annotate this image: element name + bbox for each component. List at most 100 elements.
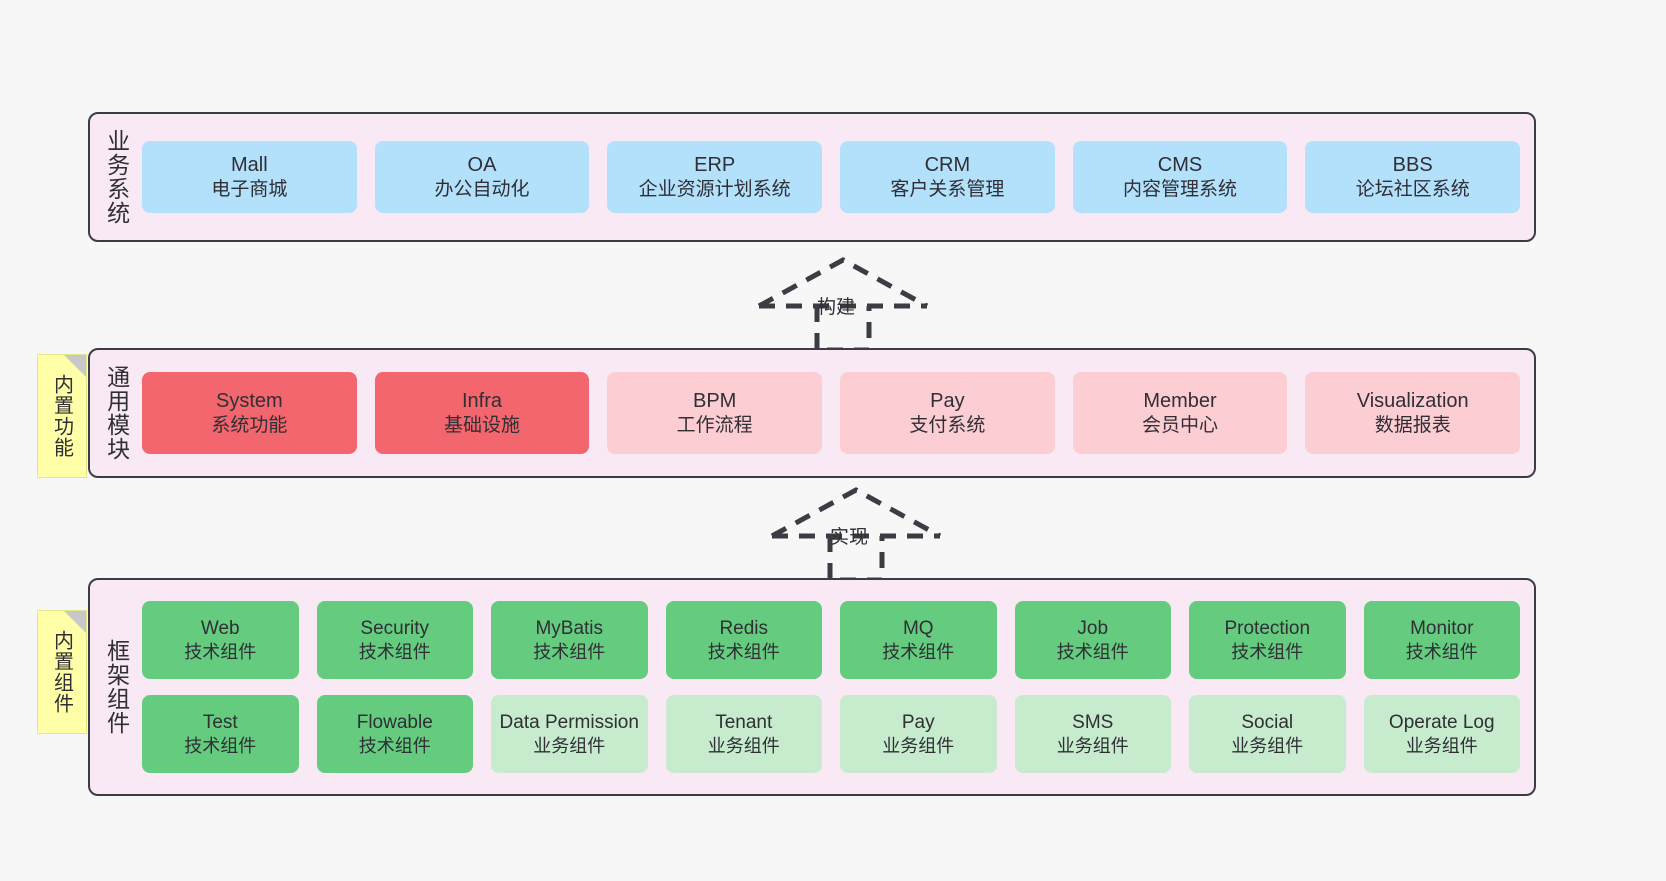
node-title-cn: 基础设施 xyxy=(444,414,521,436)
node-title-cn: 企业资源计划系统 xyxy=(638,178,791,200)
node-mq[interactable]: MQ 技术组件 xyxy=(840,601,997,679)
node-title-cn: 技术组件 xyxy=(1231,641,1304,662)
node-title-cn: 技术组件 xyxy=(707,641,780,662)
node-title-en: MQ xyxy=(902,617,934,639)
node-title-cn: 工作流程 xyxy=(676,414,753,436)
node-title-en: Redis xyxy=(719,617,769,639)
node-visualization[interactable]: Visualization 数据报表 xyxy=(1305,372,1521,454)
node-member[interactable]: Member 会员中心 xyxy=(1072,372,1288,454)
node-title-cn: 业务组件 xyxy=(1231,735,1304,756)
node-title-en: Social xyxy=(1241,711,1294,733)
layer-title-framework: 框架组件 xyxy=(103,639,130,735)
node-title-en: Data Permission xyxy=(499,711,639,733)
node-bpm[interactable]: BPM 工作流程 xyxy=(607,372,823,454)
node-title-cn: 业务组件 xyxy=(1405,735,1478,756)
node-title-en: Test xyxy=(202,711,238,733)
node-title-cn: 办公自动化 xyxy=(434,178,530,200)
node-title-en: Security xyxy=(360,617,430,639)
node-title-en: Visualization xyxy=(1356,389,1469,412)
node-title-en: BPM xyxy=(693,389,737,412)
node-title-cn: 客户关系管理 xyxy=(890,178,1005,200)
node-title-en: Mall xyxy=(231,153,268,176)
node-pay[interactable]: Pay 支付系统 xyxy=(840,372,1055,454)
node-oa[interactable]: OA 办公自动化 xyxy=(374,141,590,213)
node-title-cn: 技术组件 xyxy=(533,641,606,662)
note-builtin-features: 内置功能 xyxy=(37,354,87,478)
node-title-en: Flowable xyxy=(356,711,433,733)
node-title-en: Pay xyxy=(901,711,935,733)
node-data-permission[interactable]: Data Permission 业务组件 xyxy=(491,695,648,773)
node-title-en: ERP xyxy=(694,153,736,176)
note-label: 内置组件 xyxy=(50,630,73,714)
layer-business-systems: 业务系统 Mall 电子商城 OA 办公自动化 ERP 企业资源计划系统 CRM… xyxy=(88,112,1536,242)
layer-body-module: System 系统功能 Infra 基础设施 BPM 工作流程 Pay 支付系统… xyxy=(142,350,1534,476)
node-title-en: MyBatis xyxy=(535,617,604,639)
node-job[interactable]: Job 技术组件 xyxy=(1014,601,1171,679)
node-title-cn: 业务组件 xyxy=(707,735,780,756)
node-title-cn: 业务组件 xyxy=(1056,735,1129,756)
node-social[interactable]: Social 业务组件 xyxy=(1189,695,1346,773)
node-security[interactable]: Security 技术组件 xyxy=(316,601,473,679)
node-title-en: Web xyxy=(200,617,240,639)
node-title-cn: 系统功能 xyxy=(211,414,288,436)
node-title-en: Infra xyxy=(461,389,503,412)
node-title-cn: 技术组件 xyxy=(358,735,431,756)
node-cms[interactable]: CMS 内容管理系统 xyxy=(1072,141,1288,213)
node-title-cn: 技术组件 xyxy=(882,641,955,662)
arrow-label-build: 构建 xyxy=(817,297,856,318)
node-title-en: System xyxy=(215,389,283,412)
node-mybatis[interactable]: MyBatis 技术组件 xyxy=(491,601,648,679)
node-title-en: Tenant xyxy=(715,711,773,733)
layer-common-modules: 通用模块 System 系统功能 Infra 基础设施 BPM 工作流程 Pay… xyxy=(88,348,1536,478)
layer-body-business: Mall 电子商城 OA 办公自动化 ERP 企业资源计划系统 CRM 客户关系… xyxy=(142,114,1534,240)
layer-title-module: 通用模块 xyxy=(103,365,130,461)
node-title-cn: 业务组件 xyxy=(882,735,955,756)
node-pay-component[interactable]: Pay 业务组件 xyxy=(840,695,997,773)
node-crm[interactable]: CRM 客户关系管理 xyxy=(840,141,1055,213)
node-title-en: CMS xyxy=(1157,153,1203,176)
node-title-cn: 数据报表 xyxy=(1374,414,1451,436)
node-title-en: Job xyxy=(1077,617,1109,639)
layer-row: System 系统功能 Infra 基础设施 BPM 工作流程 Pay 支付系统… xyxy=(142,372,1521,454)
node-title-en: BBS xyxy=(1392,153,1433,176)
node-title-en: Monitor xyxy=(1410,617,1474,639)
node-infra[interactable]: Infra 基础设施 xyxy=(374,372,590,454)
node-title-en: Pay xyxy=(930,389,965,412)
node-monitor[interactable]: Monitor 技术组件 xyxy=(1363,601,1520,679)
layer-row: Web 技术组件 Security 技术组件 MyBatis 技术组件 Redi… xyxy=(142,601,1520,679)
node-protection[interactable]: Protection 技术组件 xyxy=(1189,601,1346,679)
node-redis[interactable]: Redis 技术组件 xyxy=(665,601,822,679)
node-title-cn: 内容管理系统 xyxy=(1123,178,1238,200)
note-builtin-components: 内置组件 xyxy=(37,610,87,734)
node-title-cn: 业务组件 xyxy=(533,735,606,756)
node-title-cn: 技术组件 xyxy=(184,735,257,756)
layer-title-business: 业务系统 xyxy=(103,129,130,225)
note-label: 内置功能 xyxy=(50,374,73,458)
node-title-cn: 支付系统 xyxy=(909,414,986,436)
node-flowable[interactable]: Flowable 技术组件 xyxy=(316,695,473,773)
node-title-cn: 电子商城 xyxy=(211,178,288,200)
node-title-en: Member xyxy=(1143,389,1217,412)
node-title-cn: 技术组件 xyxy=(1056,641,1129,662)
arrow-label-implement: 实现 xyxy=(830,527,869,548)
node-title-cn: 会员中心 xyxy=(1142,414,1219,436)
node-title-en: Operate Log xyxy=(1388,711,1495,733)
layer-body-framework: Web 技术组件 Security 技术组件 MyBatis 技术组件 Redi… xyxy=(142,580,1534,794)
node-sms[interactable]: SMS 业务组件 xyxy=(1014,695,1171,773)
node-mall[interactable]: Mall 电子商城 xyxy=(142,141,357,213)
node-tenant[interactable]: Tenant 业务组件 xyxy=(665,695,822,773)
node-operate-log[interactable]: Operate Log 业务组件 xyxy=(1363,695,1520,773)
node-web[interactable]: Web 技术组件 xyxy=(142,601,299,679)
node-bbs[interactable]: BBS 论坛社区系统 xyxy=(1305,141,1521,213)
node-title-cn: 技术组件 xyxy=(184,641,257,662)
node-title-en: CRM xyxy=(924,153,971,176)
node-test[interactable]: Test 技术组件 xyxy=(142,695,299,773)
node-system[interactable]: System 系统功能 xyxy=(142,372,357,454)
layer-row: Mall 电子商城 OA 办公自动化 ERP 企业资源计划系统 CRM 客户关系… xyxy=(142,141,1521,213)
node-title-en: OA xyxy=(467,153,497,176)
arrow-build: 构建 xyxy=(755,256,935,353)
node-title-en: SMS xyxy=(1072,711,1114,733)
layer-row: Test 技术组件 Flowable 技术组件 Data Permission … xyxy=(142,695,1520,773)
node-erp[interactable]: ERP 企业资源计划系统 xyxy=(607,141,823,213)
